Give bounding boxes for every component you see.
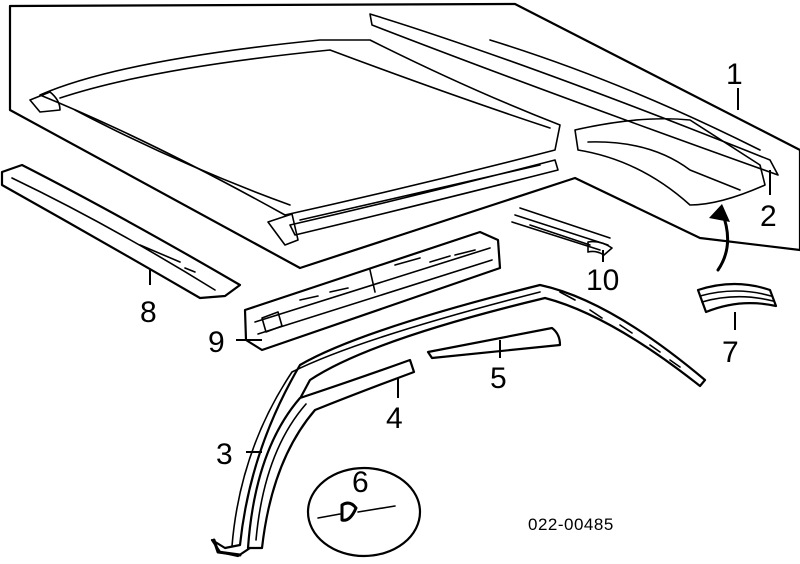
fastener-shank xyxy=(317,505,396,519)
molding xyxy=(426,326,562,360)
retainer-part xyxy=(696,204,778,314)
front-rail-strip xyxy=(0,163,242,300)
front-rail-detail xyxy=(11,177,216,291)
roof-quarter-extension xyxy=(574,117,766,206)
drawing-code: 022-00485 xyxy=(528,515,614,534)
callout-2: 2 xyxy=(760,200,777,233)
assembly-arrowhead xyxy=(709,204,730,222)
roof-frame-outline xyxy=(8,2,800,270)
roof-front-lip xyxy=(29,91,299,246)
roof-panel-group xyxy=(8,2,800,270)
retainer-ribs xyxy=(699,290,774,303)
side-inner-rail-edges xyxy=(231,291,681,547)
roof-side-rail xyxy=(369,13,779,176)
callout-8: 8 xyxy=(140,296,157,329)
header-panel-clip xyxy=(261,311,283,333)
header-panel-ribs xyxy=(254,247,493,335)
retainer xyxy=(696,282,778,314)
leader-lines xyxy=(149,88,771,453)
bracket-strips xyxy=(511,207,611,251)
roof-panel-inner-edge xyxy=(59,49,551,206)
callout-1: 1 xyxy=(726,58,743,91)
callout-5: 5 xyxy=(490,362,507,395)
callout-9: 9 xyxy=(208,326,225,359)
bracket-hook xyxy=(587,240,613,256)
callout-10: 10 xyxy=(586,264,619,297)
side-inner-rail-part xyxy=(210,283,707,558)
reinforcement xyxy=(246,358,416,550)
molding-part xyxy=(426,326,562,360)
callout-4: 4 xyxy=(386,402,403,435)
bracket-part xyxy=(511,207,613,256)
callout-3: 3 xyxy=(216,438,233,471)
fastener-head xyxy=(340,501,358,522)
fastener-detail xyxy=(306,466,422,558)
side-inner-rail-foot xyxy=(212,538,242,557)
callout-6: 6 xyxy=(352,466,369,499)
callout-labels: 1 2 3 4 5 6 7 8 9 10 022-00485 xyxy=(140,58,777,534)
fastener-circle xyxy=(306,466,422,558)
front-rail-part xyxy=(0,163,242,300)
reinforcement-part xyxy=(246,358,416,550)
roof-rear-rail xyxy=(289,159,559,236)
reinforcement-edge xyxy=(255,403,307,541)
callout-7: 7 xyxy=(722,336,739,369)
